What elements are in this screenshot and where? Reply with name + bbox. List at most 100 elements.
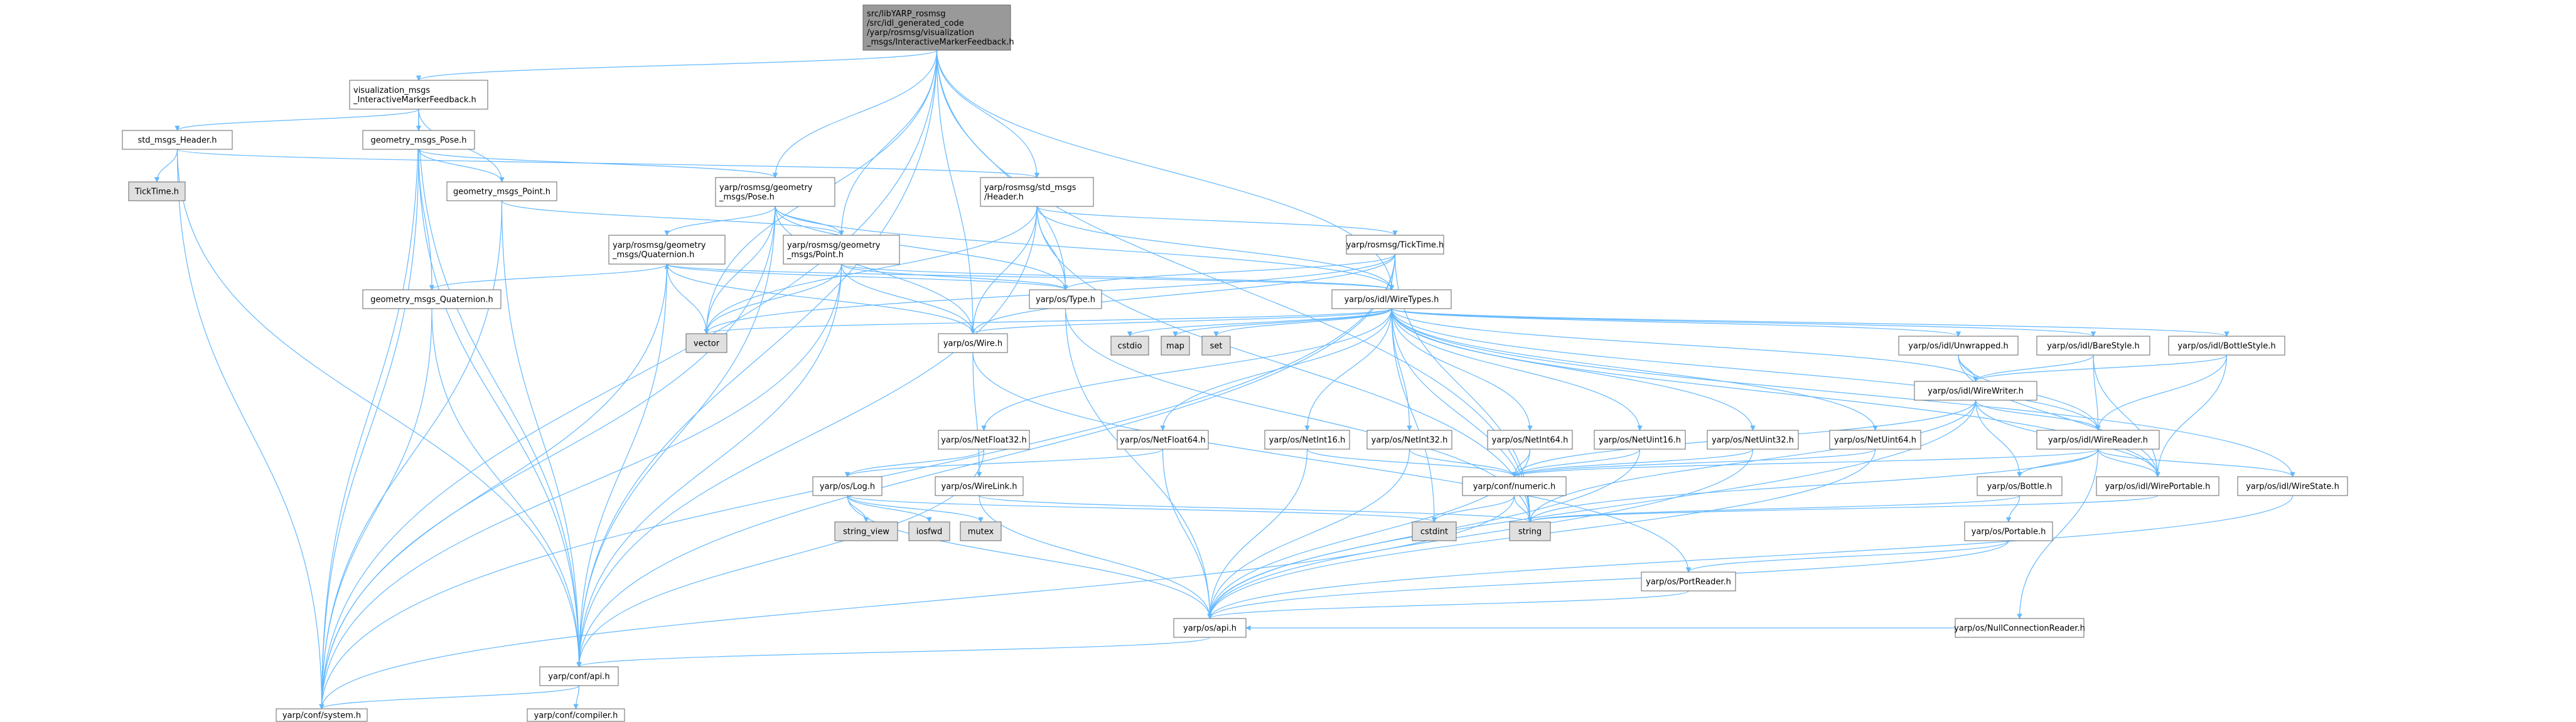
edge-os_type-to-os_api — [1065, 308, 1213, 619]
edge-portreader-to-os_api — [1207, 590, 1689, 619]
node-netuint32[interactable]: yarp/os/NetUint32.h — [1707, 430, 1799, 450]
node-netint32[interactable]: yarp/os/NetInt32.h — [1366, 430, 1452, 450]
edge-wirelink-to-string — [979, 495, 1533, 523]
node-netuint64[interactable]: yarp/os/NetUint64.h — [1829, 430, 1921, 450]
edge-os_wiretypes-to-unwrapped — [1391, 308, 1961, 337]
node-box — [715, 177, 835, 207]
node-portable[interactable]: yarp/os/Portable.h — [1964, 521, 2053, 541]
node-yr_geom_point[interactable]: yarp/rosmsg/geometry_msgs/Point.h — [783, 235, 900, 265]
node-os_wire[interactable]: yarp/os/Wire.h — [938, 333, 1008, 353]
edge-barestyle-to-wirereader — [2093, 354, 2101, 431]
node-label: yarp/os/idl/WireReader.h — [2048, 436, 2148, 445]
edge-std_msgs_header-to-conf_api — [176, 149, 582, 667]
edge-yr_std_header-to-os_wire — [970, 206, 1038, 334]
edge-yr_ticktime-to-os_type — [1063, 253, 1396, 290]
node-label: /Header.h — [984, 193, 1024, 202]
node-yr_geom_pose[interactable]: yarp/rosmsg/geometry_msgs/Pose.h — [715, 177, 835, 207]
node-label: yarp/os/idl/Unwrapped.h — [1908, 342, 2008, 351]
node-box — [1977, 476, 2063, 496]
node-wireportable[interactable]: yarp/os/idl/WirePortable.h — [2096, 476, 2219, 496]
node-set: set — [1201, 336, 1231, 356]
edge-netuint32-to-os_api — [1207, 449, 1754, 619]
node-box — [1346, 235, 1444, 255]
node-netuint16[interactable]: yarp/os/NetUint16.h — [1594, 430, 1686, 450]
edge-netint32-to-numeric — [1409, 449, 1517, 477]
node-label: yarp/os/PortReader.h — [1646, 578, 1731, 587]
edge-netfloat32-to-conf_api — [576, 449, 985, 667]
edge-vis_feedback-to-conf_api — [418, 109, 582, 667]
node-box — [980, 177, 1094, 207]
node-oslog[interactable]: yarp/os/Log.h — [812, 476, 883, 496]
node-unwrapped[interactable]: yarp/os/idl/Unwrapped.h — [1898, 336, 2019, 356]
edge-yr_geom_quat-to-conf_api — [576, 263, 668, 667]
edge-wirereader-to-numeric — [1511, 449, 2099, 477]
node-label: visualization_msgs — [353, 86, 430, 95]
node-yr_geom_quat[interactable]: yarp/rosmsg/geometry_msgs/Quaternion.h — [608, 235, 726, 265]
node-conf_system[interactable]: yarp/conf/system.h — [276, 708, 368, 722]
node-label: yarp/os/api.h — [1183, 624, 1237, 634]
node-label: yarp/conf/api.h — [548, 672, 609, 682]
node-netfloat64[interactable]: yarp/os/NetFloat64.h — [1117, 430, 1209, 450]
edge-yr_geom_point-to-os_wiretypes — [840, 263, 1394, 290]
node-label: src/libYARP_rosmsg — [867, 9, 946, 19]
node-netfloat32[interactable]: yarp/os/NetFloat32.h — [938, 430, 1030, 450]
node-wirelink[interactable]: yarp/os/WireLink.h — [935, 476, 1024, 496]
edge-wirelink-to-os_api — [979, 495, 1213, 619]
node-geom_point[interactable]: geometry_msgs_Point.h — [446, 181, 557, 201]
node-bottlestyle[interactable]: yarp/os/idl/BottleStyle.h — [2168, 336, 2285, 356]
edge-portable-to-portreader — [1685, 540, 2009, 573]
node-os_type[interactable]: yarp/os/Type.h — [1029, 289, 1102, 309]
edge-netint16-to-os_api — [1207, 449, 1308, 619]
node-box — [362, 289, 502, 309]
node-label: _InteractiveMarkerFeedback.h — [353, 95, 476, 105]
edge-bottlestyle-to-wirereader — [2095, 354, 2228, 431]
node-os_wiretypes[interactable]: yarp/os/idl/WireTypes.h — [1331, 289, 1452, 309]
node-cstdio: cstdio — [1110, 336, 1149, 356]
node-label: /yarp/rosmsg/visualization — [867, 28, 974, 38]
node-netint64[interactable]: yarp/os/NetInt64.h — [1487, 430, 1573, 450]
node-wirestate[interactable]: yarp/os/idl/WireState.h — [2237, 476, 2348, 496]
node-barestyle[interactable]: yarp/os/idl/BareStyle.h — [2036, 336, 2150, 356]
node-label: _msgs/Point.h — [786, 250, 844, 260]
edge-bottle-to-string — [1527, 495, 2021, 523]
edge-root-to-string — [936, 50, 1533, 523]
edge-netint32-to-os_api — [1207, 449, 1410, 619]
node-conf_api[interactable]: yarp/conf/api.h — [539, 666, 619, 686]
node-label: yarp/os/Bottle.h — [1987, 482, 2053, 492]
node-box — [783, 235, 900, 265]
node-box — [1829, 430, 1921, 450]
node-std_msgs_header[interactable]: std_msgs_Header.h — [122, 130, 233, 150]
node-yr_ticktime[interactable]: yarp/rosmsg/TickTime.h — [1346, 235, 1444, 255]
node-numeric[interactable]: yarp/conf/numeric.h — [1462, 476, 1567, 496]
edge-geom_point-to-conf_api — [501, 200, 582, 667]
node-box — [362, 130, 475, 150]
node-portreader[interactable]: yarp/os/PortReader.h — [1641, 571, 1736, 592]
node-os_api[interactable]: yarp/os/api.h — [1173, 618, 1247, 638]
edge-os_wire-to-wirelink — [972, 352, 982, 477]
node-geom_quat[interactable]: geometry_msgs_Quaternion.h — [362, 289, 502, 309]
edge-root-to-yr_geom_point — [839, 50, 938, 236]
node-box — [276, 708, 368, 722]
node-nullconnreader[interactable]: yarp/os/NullConnectionReader.h — [1954, 618, 2085, 638]
node-box — [1117, 430, 1209, 450]
node-geom_pose[interactable]: geometry_msgs_Pose.h — [362, 130, 475, 150]
node-box — [960, 521, 1002, 541]
node-root[interactable]: src/libYARP_rosmsg/src/idl_generated_cod… — [862, 4, 1014, 51]
node-conf_compiler[interactable]: yarp/conf/compiler.h — [527, 708, 625, 722]
node-label: _msgs/Quaternion.h — [612, 250, 694, 260]
node-bottle[interactable]: yarp/os/Bottle.h — [1977, 476, 2063, 496]
node-box — [446, 181, 557, 201]
node-wirereader[interactable]: yarp/os/idl/WireReader.h — [2036, 430, 2160, 450]
edge-yr_std_header-to-conf_api — [576, 206, 1038, 667]
node-label: yarp/os/Log.h — [820, 482, 875, 492]
node-wirewriter[interactable]: yarp/os/idl/WireWriter.h — [1914, 381, 2037, 401]
node-netint16[interactable]: yarp/os/NetInt16.h — [1264, 430, 1350, 450]
node-box — [2036, 336, 2150, 356]
node-vector: vector — [685, 333, 727, 353]
node-label: string_view — [843, 528, 889, 537]
node-box — [1641, 571, 1736, 592]
node-vis_feedback[interactable]: visualization_msgs_InteractiveMarkerFeed… — [349, 80, 488, 110]
node-yr_std_header[interactable]: yarp/rosmsg/std_msgs/Header.h — [980, 177, 1094, 207]
edge-yr_geom_pose-to-os_wire — [775, 206, 976, 334]
node-label: yarp/os/idl/WirePortable.h — [2105, 482, 2211, 492]
